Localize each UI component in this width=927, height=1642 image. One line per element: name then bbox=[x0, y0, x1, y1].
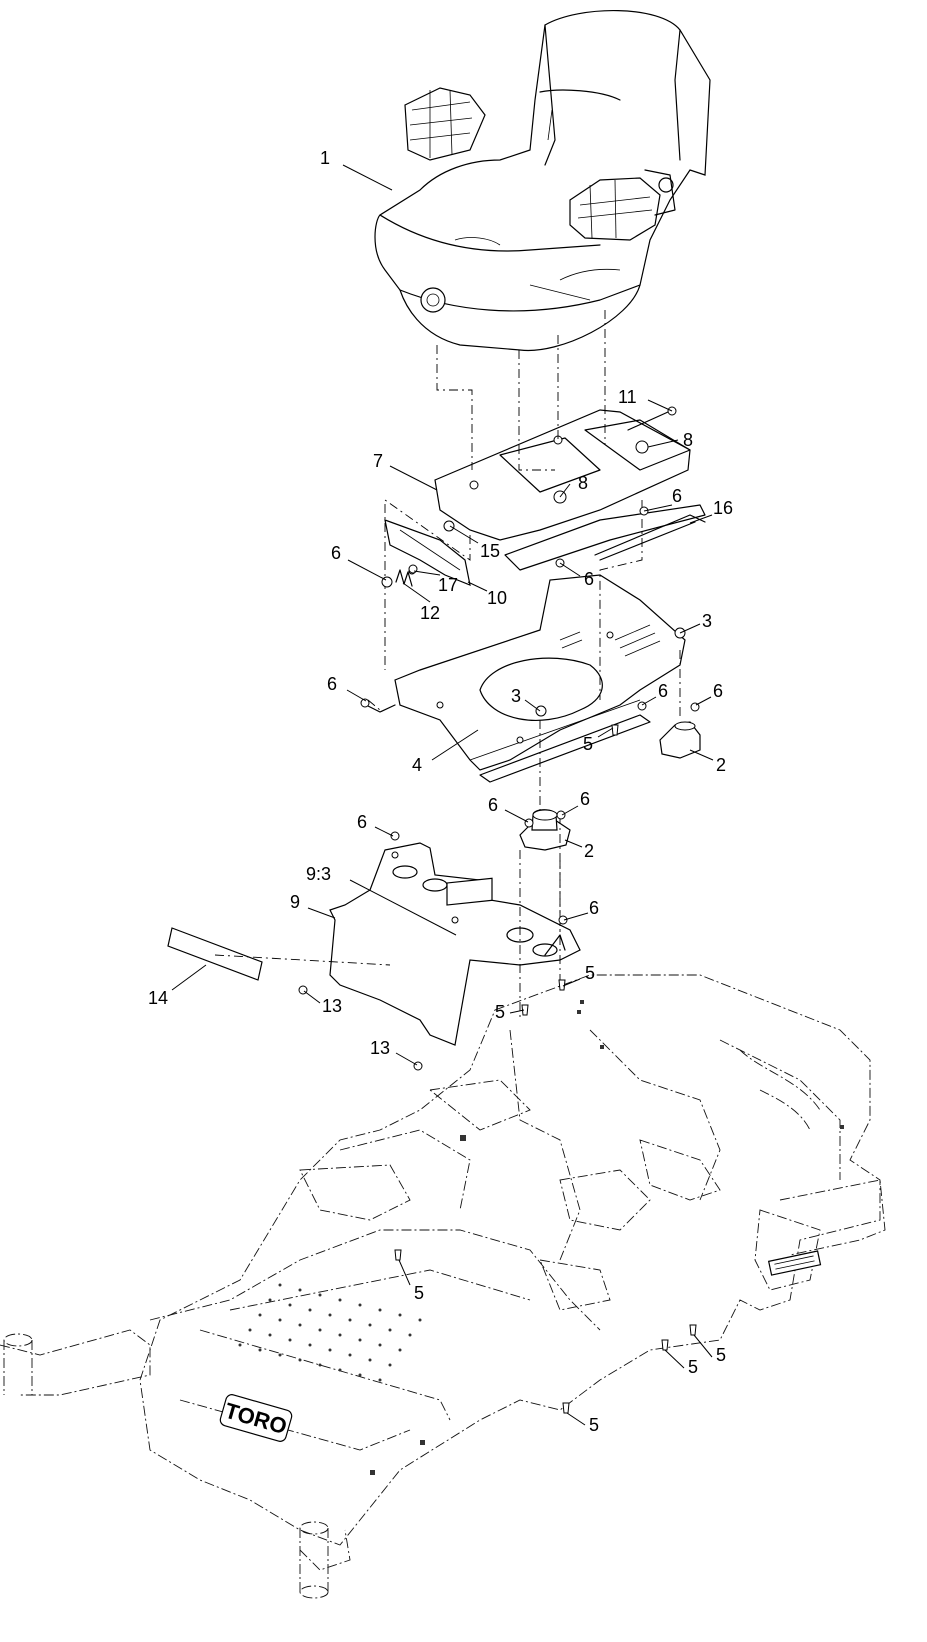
callout-5: 5 bbox=[583, 734, 593, 754]
seat-right-armrest bbox=[569, 177, 661, 241]
callout-1: 1 bbox=[320, 148, 330, 168]
callout-5: 5 bbox=[716, 1345, 726, 1365]
rear-plate bbox=[767, 1250, 822, 1276]
callout-12: 12 bbox=[420, 603, 440, 623]
callout-5: 5 bbox=[414, 1283, 424, 1303]
callout-6: 6 bbox=[488, 795, 498, 815]
callout-17: 17 bbox=[438, 575, 458, 595]
seat-left-armrest bbox=[404, 87, 486, 161]
callout-8: 8 bbox=[578, 473, 588, 493]
callout-6: 6 bbox=[327, 674, 337, 694]
callout-6: 6 bbox=[713, 681, 723, 701]
front-panel bbox=[329, 842, 581, 1046]
seat-adjust-plate bbox=[361, 574, 686, 783]
callout-7: 7 bbox=[373, 451, 383, 471]
callout-3: 3 bbox=[702, 611, 712, 631]
callout-6: 6 bbox=[589, 898, 599, 918]
callout-6: 6 bbox=[331, 543, 341, 563]
callout-10: 10 bbox=[487, 588, 507, 608]
callout-5: 5 bbox=[585, 963, 595, 983]
callout-5: 5 bbox=[495, 1002, 505, 1022]
callout-14: 14 bbox=[148, 988, 168, 1008]
decal-14 bbox=[167, 927, 263, 981]
footplate-holes bbox=[238, 1283, 422, 1382]
rod-16 bbox=[594, 514, 706, 561]
callout-6: 6 bbox=[357, 812, 367, 832]
callout-5: 5 bbox=[688, 1357, 698, 1377]
callout-11: 11 bbox=[618, 387, 637, 407]
bracket-10 bbox=[384, 519, 471, 586]
callout-4: 4 bbox=[412, 755, 422, 775]
callout-2: 2 bbox=[716, 755, 726, 775]
brand-plate: TORO bbox=[219, 1394, 293, 1442]
callout-9-3: 9:3 bbox=[306, 864, 331, 884]
callout-6: 6 bbox=[580, 789, 590, 809]
callout-13: 13 bbox=[370, 1038, 390, 1058]
seat bbox=[374, 9, 711, 352]
callout-6: 6 bbox=[672, 486, 682, 506]
callout-13: 13 bbox=[322, 996, 342, 1016]
callout-3: 3 bbox=[511, 686, 521, 706]
seat-mount-plate bbox=[434, 409, 706, 571]
callout-2: 2 bbox=[584, 841, 594, 861]
callout-9: 9 bbox=[290, 892, 300, 912]
callout-6: 6 bbox=[658, 681, 668, 701]
callout-labels: 1 11 8 7 8 6 16 15 6 17 12 10 6 3 6 3 6 … bbox=[148, 148, 733, 1435]
callout-6: 6 bbox=[584, 569, 594, 589]
isolator-mount-right bbox=[659, 721, 701, 759]
leader-lines bbox=[171, 164, 714, 1426]
callout-16: 16 bbox=[713, 498, 733, 518]
isolator-mount-center bbox=[519, 809, 571, 851]
callout-5: 5 bbox=[589, 1415, 599, 1435]
mower-frame: TORO bbox=[0, 974, 886, 1599]
callout-8: 8 bbox=[683, 430, 693, 450]
callout-15: 15 bbox=[480, 541, 500, 561]
